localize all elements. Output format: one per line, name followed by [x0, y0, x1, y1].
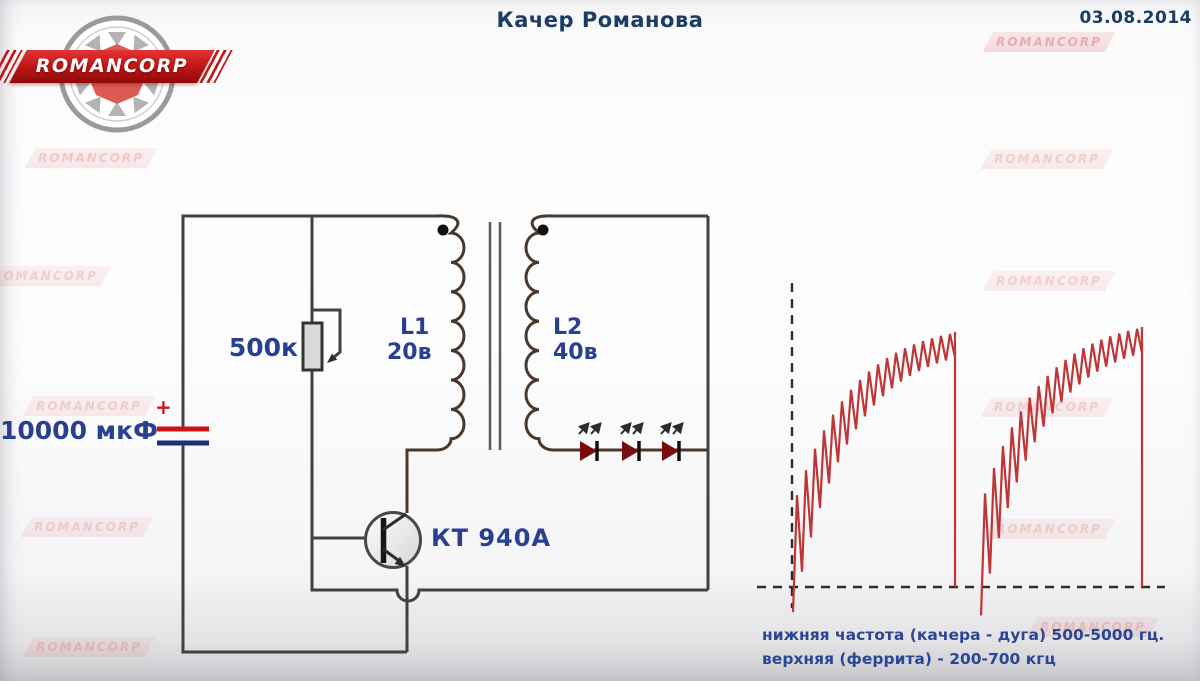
frequency-note-line1: нижняя частота (качера - дуга) 500-5000 … [762, 626, 1165, 644]
coil-l2-name-label: L2 [553, 315, 583, 340]
transformer [405, 214, 708, 513]
led-light-arrow-icon [659, 422, 672, 435]
romancorp-logo: ROMANCORP [0, 6, 233, 146]
transistor-type-label: КТ 940А [431, 524, 552, 552]
emitter-arrow-icon [394, 556, 406, 567]
coil-l1-value-label: 20в [387, 340, 432, 365]
potentiometer [301, 321, 338, 372]
circuit-wires [181, 214, 710, 654]
oscillogram-axes [757, 283, 1165, 608]
pot-wiper-arrow-icon [327, 353, 338, 363]
transistor-KT940A [364, 511, 422, 569]
led [619, 422, 644, 461]
capacitor [157, 426, 209, 446]
coil-L1 [405, 214, 466, 513]
led [659, 422, 684, 461]
wire-pot-wiper [312, 308, 342, 362]
frequency-note-line2: верхняя (феррита) - 200-700 кгц [762, 650, 1056, 668]
coil-L2 [524, 214, 708, 452]
wire-bottom-left [181, 444, 407, 654]
coil-l1-name-label: L1 [400, 315, 430, 340]
coil-l2-value-label: 40в [553, 340, 598, 365]
led-light-arrow-icon [589, 422, 602, 435]
led-light-arrow-icon [619, 422, 632, 435]
date-label: 03.08.2014 [1079, 8, 1192, 28]
waveform-burst-2 [979, 327, 1144, 616]
capacitor-value-label: 10000 мкФ [0, 416, 158, 445]
led-light-arrow-icon [631, 422, 644, 435]
transistor-collector-lead [382, 512, 407, 532]
oscillogram-waveform [791, 327, 1144, 616]
page-title: Качер Романова [496, 8, 704, 32]
waveform-burst-1 [791, 332, 957, 613]
phase-dot-L1 [437, 224, 449, 236]
wire-top-left [181, 214, 437, 427]
wire-bottom-right-with-hop [310, 370, 708, 603]
led-string [577, 422, 684, 461]
capacitor-plus-sign: + [155, 395, 172, 419]
phase-dot-L2 [537, 224, 549, 236]
led-light-arrow-icon [577, 422, 590, 435]
led-light-arrow-icon [671, 422, 684, 435]
led [577, 422, 602, 461]
potentiometer-value-label: 500к [228, 333, 298, 362]
